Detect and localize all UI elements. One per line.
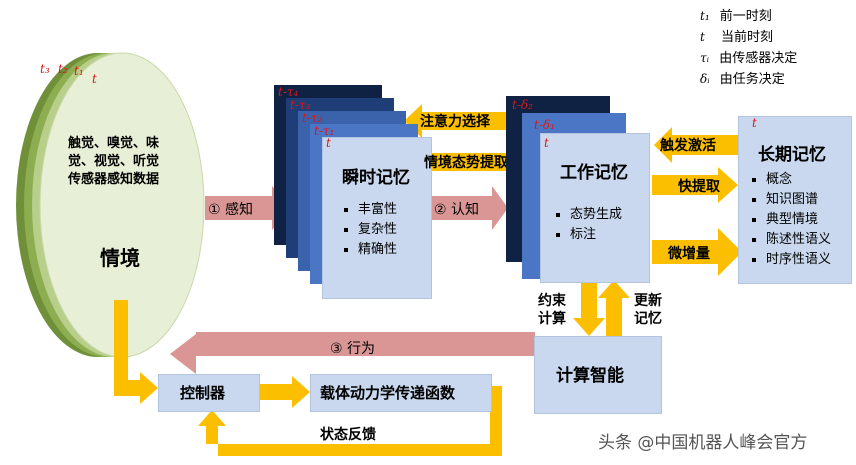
perception-label: ① 感知 — [208, 202, 254, 218]
situation-arrow — [418, 145, 530, 179]
cognition-label: ② 认知 — [434, 202, 480, 218]
working-t: t — [544, 136, 549, 150]
dynamics-title: 载体动力学传递函数 — [320, 384, 456, 402]
context-time-t2: t₂ — [58, 62, 68, 76]
legend: t₁ 前一时刻 t 当前时刻 τᵢ 由传感器决定 δᵢ 由任务决定 — [700, 6, 850, 90]
controller-box — [158, 374, 260, 412]
increment-arrow — [652, 228, 742, 276]
update-label-line2: 记忆 — [634, 311, 662, 327]
context-line-2: 觉、视觉、听觉 — [68, 154, 160, 169]
legend-tau-symbol: τᵢ — [700, 51, 710, 65]
longterm-memory-title: 长期记忆 — [758, 145, 826, 165]
longterm-memory-list: 概念 知识图谱 典型情境 陈述性语义 时序性语义 — [748, 170, 831, 270]
sensory-t: t — [326, 136, 331, 150]
sensory-memory-list: 丰富性 复杂性 精确性 — [340, 200, 397, 260]
trigger-label: 触发激活 — [660, 138, 716, 154]
longterm-item-temporal: 时序性语义 — [766, 250, 831, 270]
attention-arrow — [404, 104, 510, 138]
sensory-tau2: t-τ₂ — [302, 111, 323, 125]
controller-to-dynamics-arrow — [258, 376, 310, 408]
working-item-annotation: 标注 — [570, 225, 622, 245]
context-time-t1: t₁ — [74, 64, 84, 78]
working-delta2: t-δ₂ — [512, 98, 533, 112]
context-time-t3: t₃ — [40, 62, 50, 76]
state-feedback-arrow — [198, 386, 502, 456]
constraint-label: 约束 计算 — [538, 292, 566, 328]
feedback-label: 状态反馈 — [320, 427, 376, 443]
fast-extract-label: 快提取 — [678, 179, 720, 195]
legend-tau-text: 由传感器决定 — [719, 51, 798, 66]
increment-label: 微增量 — [668, 246, 710, 262]
sensory-tau1: t-τ₁ — [314, 124, 335, 138]
behavior-label: ③ 行为 — [330, 341, 376, 357]
sensory-memory-box — [322, 137, 432, 299]
working-item-situation-gen: 态势生成 — [570, 205, 622, 225]
context-line-3: 传感器感知数据 — [68, 172, 160, 187]
attention-label: 注意力选择 — [420, 114, 490, 130]
trigger-arrow — [654, 127, 740, 163]
fast-extract-arrow — [652, 167, 738, 203]
update-label: 更新 记忆 — [634, 292, 662, 328]
compute-intelligence-box — [534, 336, 662, 414]
constraint-label-line1: 约束 — [538, 293, 566, 309]
cognition-arrow — [432, 186, 508, 230]
longterm-item-typical-situation: 典型情境 — [766, 210, 831, 230]
working-memory-title: 工作记忆 — [560, 163, 628, 183]
working-memory-box — [540, 133, 650, 283]
controller-title: 控制器 — [180, 384, 226, 402]
legend-delta-symbol: δᵢ — [700, 72, 710, 86]
sensory-item-richness: 丰富性 — [358, 200, 397, 220]
longterm-t: t — [752, 116, 757, 130]
situation-label: 情境态势提取 — [424, 155, 508, 171]
longterm-memory-box — [738, 116, 852, 284]
context-sensors-text: 触觉、嗅觉、味 觉、视觉、听觉 传感器感知数据 — [68, 135, 188, 189]
legend-delta-text: 由任务决定 — [719, 72, 785, 87]
context-title: 情境 — [100, 246, 140, 270]
sensory-item-complexity: 复杂性 — [358, 220, 397, 240]
update-label-line1: 更新 — [634, 293, 662, 309]
longterm-item-declarative: 陈述性语义 — [766, 230, 831, 250]
watermark-text: 头条 @中国机器人峰会官方 — [598, 433, 808, 453]
perception-arrow — [205, 186, 290, 230]
context-line-1: 触觉、嗅觉、味 — [68, 136, 160, 151]
working-memory-list: 态势生成 标注 — [552, 205, 622, 245]
legend-t-text: 当前时刻 — [720, 30, 773, 45]
legend-t1-symbol: t₁ — [700, 9, 710, 23]
longterm-item-concept: 概念 — [766, 170, 831, 190]
legend-t1-text: 前一时刻 — [719, 9, 772, 24]
constraint-arrow — [573, 282, 605, 336]
context-to-controller-arrow — [114, 300, 158, 404]
dynamics-box — [310, 374, 492, 412]
update-arrow — [598, 280, 630, 336]
compute-intelligence-title: 计算智能 — [556, 366, 624, 386]
sensory-memory-title: 瞬时记忆 — [342, 168, 410, 188]
behavior-arrow — [170, 332, 535, 374]
working-delta1: t-δ₁ — [534, 118, 555, 132]
legend-t-symbol: t — [700, 30, 705, 44]
sensory-tau3: t-τ₃ — [290, 98, 311, 112]
longterm-item-knowledge-graph: 知识图谱 — [766, 190, 831, 210]
sensory-item-precision: 精确性 — [358, 240, 397, 260]
context-time-t: t — [92, 72, 97, 86]
constraint-label-line2: 计算 — [538, 311, 566, 327]
sensory-tau4: t-τ₄ — [278, 85, 299, 99]
